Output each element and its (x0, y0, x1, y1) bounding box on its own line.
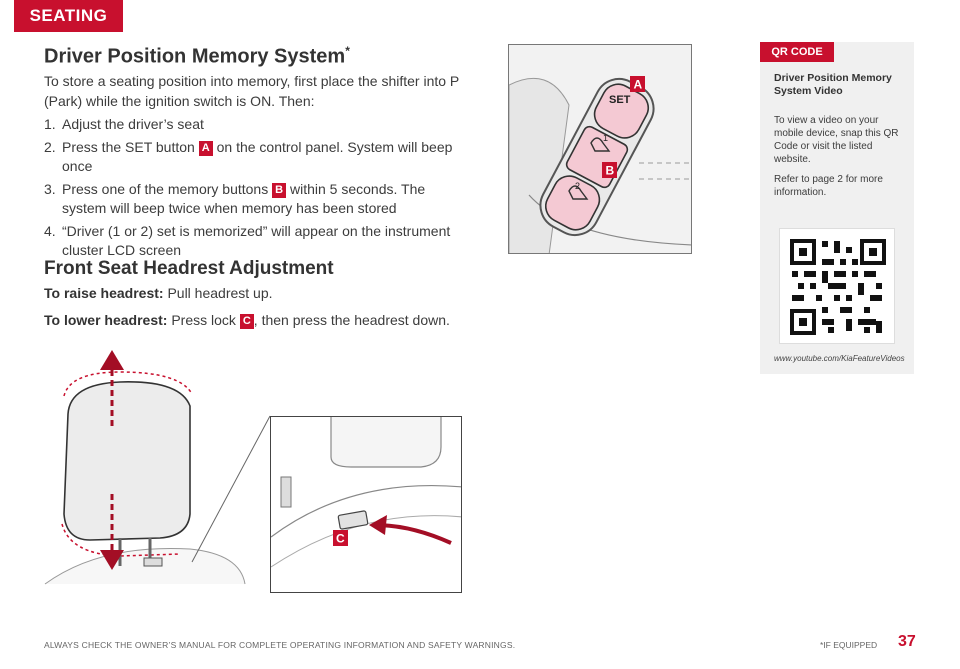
lowered-position-outline (61, 523, 181, 557)
lock-button (337, 510, 369, 530)
step-item: 2. Press the SET button A on the control… (44, 138, 464, 176)
qr-tag: QR CODE (760, 42, 834, 62)
raised-position-outline (63, 371, 193, 397)
memory-button-group (539, 77, 655, 237)
step-number: 2. (44, 139, 56, 155)
step-number: 4. (44, 223, 56, 239)
memory-title-text: Driver Position Memory System (44, 45, 346, 68)
qr-finder (860, 239, 886, 265)
lower-instruction: To lower headrest: Press lock C, then pr… (44, 312, 450, 329)
push-arrow-shaft (374, 523, 452, 545)
lower-label: To lower headrest: (44, 312, 168, 328)
qr-finder-center (799, 318, 807, 326)
raise-text: Pull headrest up. (163, 285, 273, 301)
callout-b-box (602, 162, 617, 178)
headrest-shape (63, 381, 191, 541)
page-number: 37 (898, 633, 916, 650)
step-text-pre: Adjust the driver’s seat (62, 116, 204, 132)
video-url-link[interactable]: www.youtube.com/KiaFeatureVideos (774, 354, 905, 363)
qr-description: To view a video on your mobile device, s… (774, 114, 904, 206)
qr-title: Driver Position Memory System Video (774, 72, 892, 97)
push-arrow-icon (369, 515, 387, 535)
qr-code-image[interactable] (779, 228, 895, 344)
callout-a: A (634, 78, 643, 92)
step-text: “Driver (1 or 2) set is memorized” will … (62, 222, 464, 260)
headrest-title: Front Seat Headrest Adjustment (44, 258, 334, 279)
callout-b: B (606, 164, 615, 178)
section-tab: SEATING (14, 0, 123, 32)
zoom-connector (191, 415, 271, 563)
callout-badge-c: C (239, 314, 254, 329)
up-arrow-icon (100, 350, 124, 370)
step-text-pre: “Driver (1 or 2) set is memorized” will … (62, 223, 451, 258)
memory-panel-illustration: SET 1 2 A B (508, 44, 692, 254)
set-label: SET (609, 94, 631, 106)
qr-modules (792, 241, 882, 333)
step-item: 1. Adjust the driver’s seat (44, 115, 464, 134)
headrest-bottom (330, 417, 442, 468)
callout-c: C (336, 532, 345, 546)
button-2-label: 2 (575, 181, 580, 191)
raise-instruction: To raise headrest: Pull headrest up. (44, 285, 273, 301)
qr-text-1: To view a video on your mobile device, s… (774, 115, 899, 165)
button-1-label: 1 (603, 133, 608, 143)
memory-button-2 (544, 175, 601, 231)
footer-disclaimer: ALWAYS CHECK THE OWNER’S MANUAL FOR COMP… (44, 640, 516, 650)
seat-icon (590, 137, 611, 152)
step-item: 4. “Driver (1 or 2) set is memorized” wi… (44, 222, 464, 260)
callout-a-box (630, 76, 645, 92)
callout-badge-a: A (198, 141, 213, 156)
lower-text-post: , then press the headrest down. (253, 312, 450, 328)
memory-steps: 1. Adjust the driver’s seat 2. Press the… (44, 115, 464, 264)
qr-code-svg (790, 239, 886, 335)
callout-c-box (333, 530, 348, 546)
headrest-post (280, 476, 292, 508)
lock-detail-svg: C (271, 417, 461, 568)
qr-text-2: Refer to page 2 for more information. (774, 174, 883, 198)
memory-intro: To store a seating position into memory,… (44, 73, 460, 109)
down-arrow-icon (100, 550, 124, 570)
step-text: Press one of the memory buttons B within… (62, 180, 464, 218)
footer-note: *IF EQUIPPED (820, 640, 878, 650)
lock-button (143, 557, 163, 567)
equipped-mark: * (345, 44, 350, 58)
lock-detail-illustration: C (270, 416, 462, 593)
callout-badge-b: B (272, 183, 287, 198)
qr-finder (790, 239, 816, 265)
lower-text-pre: Press lock (167, 312, 240, 328)
seat-icon (568, 185, 589, 200)
step-text-post: within 5 seconds. The system will beep t… (62, 181, 426, 216)
qr-finder-center (869, 248, 877, 256)
step-number: 1. (44, 116, 56, 132)
zoom-line (191, 415, 271, 563)
step-text: Adjust the driver’s seat (62, 115, 464, 134)
step-text-pre: Press the SET button (62, 139, 199, 155)
step-item: 3. Press one of the memory buttons B wit… (44, 180, 464, 218)
step-text-pre: Press one of the memory buttons (62, 181, 273, 197)
raise-label: To raise headrest: (44, 285, 164, 301)
memory-panel-svg: SET 1 2 A B (509, 76, 691, 253)
step-text: Press the SET button A on the control pa… (62, 138, 464, 176)
qr-finder (790, 309, 816, 335)
qr-finder-center (799, 248, 807, 256)
memory-title: Driver Position Memory System* (44, 44, 350, 69)
step-text-post: on the control panel. System will beep o… (62, 139, 453, 174)
step-number: 3. (44, 181, 56, 197)
seat-contour (271, 484, 461, 538)
